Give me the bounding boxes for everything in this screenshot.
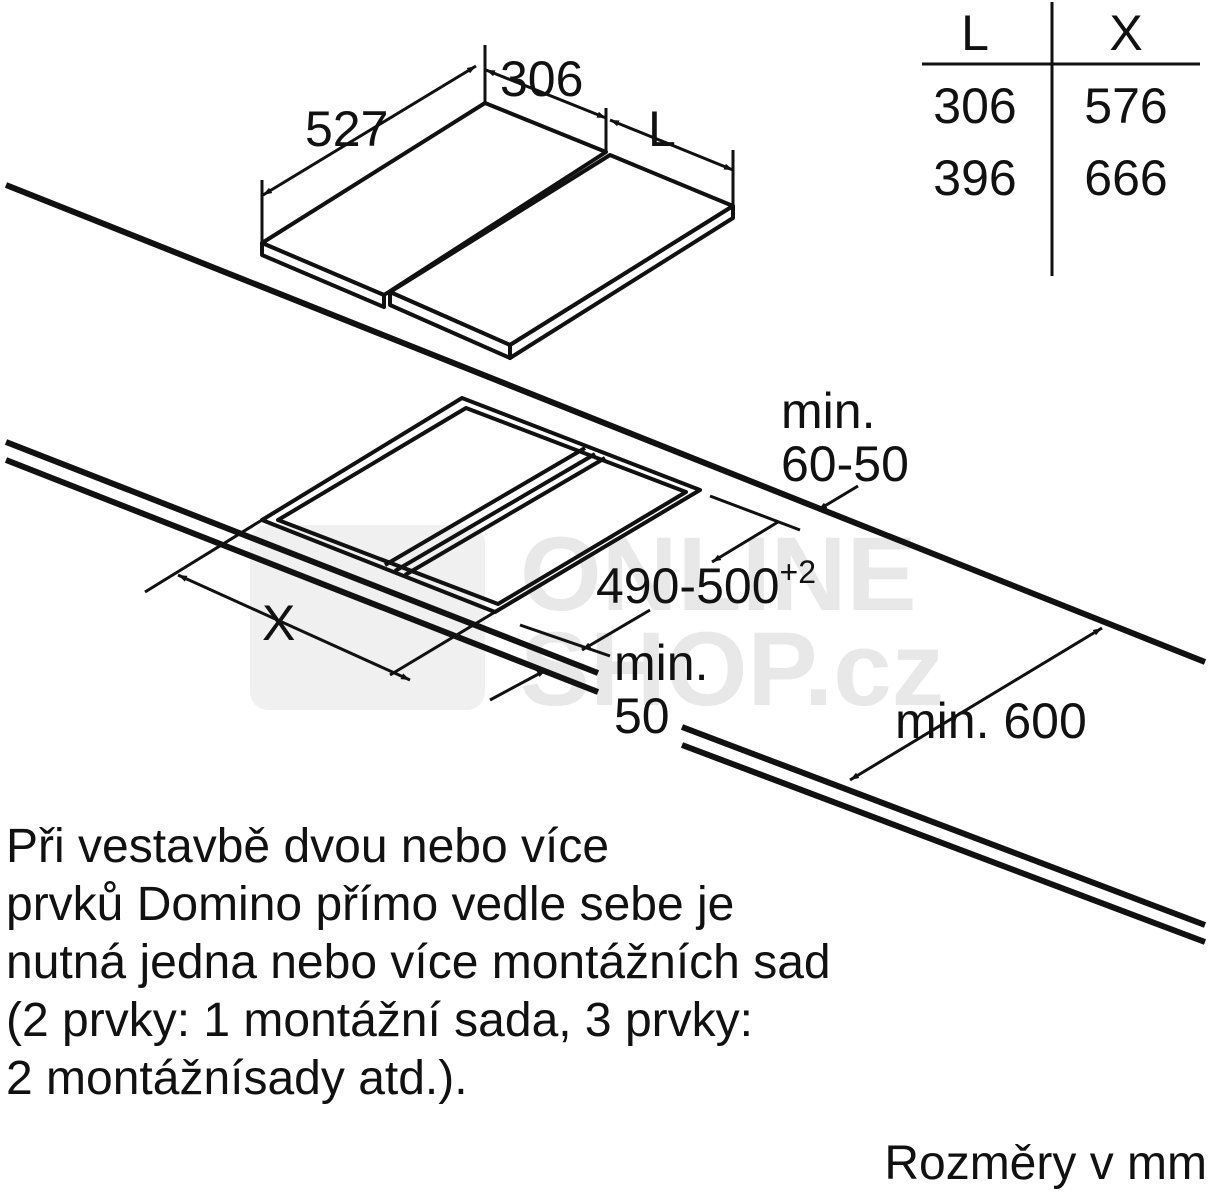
dimension-width-label: 306 (500, 51, 583, 107)
dimension-cutout-depth-tolerance: +2 (780, 554, 816, 590)
worktop-cutout (260, 396, 702, 614)
dimension-front-distance-arrow (489, 668, 547, 702)
size-table-header-l: L (961, 5, 989, 61)
installation-note-line: nutná jedna nebo více montážních sad (6, 936, 831, 989)
dimension-front-distance-line2: 50 (614, 688, 670, 744)
dimension-variable-l (609, 118, 735, 206)
dimension-cutout-width (144, 518, 496, 682)
dimension-cutout-depth-label: 490-500+2 (596, 554, 816, 614)
worktop-back-edge (4, 182, 1207, 665)
dimension-variable-l-label: L (648, 101, 676, 157)
size-table-header-x: X (1109, 5, 1142, 61)
size-table-cell: 306 (933, 78, 1016, 134)
dimension-worktop-depth-arrow (849, 626, 1103, 782)
units-label: Rozměry v mm (884, 1137, 1207, 1190)
size-table-cell: 666 (1084, 150, 1167, 206)
cutout-outline (260, 396, 702, 614)
dimension-back-distance-arrow (817, 484, 859, 512)
installation-note-line: prvků Domino přímo vedle sebe je (6, 878, 735, 931)
dimension-cutout-width-label: X (262, 595, 295, 651)
dimension-width (483, 45, 608, 152)
dimension-depth-label: 527 (305, 101, 388, 157)
dimension-back-distance-line2: 60-50 (781, 436, 909, 492)
installation-note-line: (2 prvky: 1 montážní sada, 3 prvky: (6, 994, 753, 1047)
dimension-front-distance-line1: min. (614, 635, 708, 691)
installation-note-line: Při vestavbě dvou nebo více (6, 820, 610, 873)
watermark-line1: ONLINE (520, 516, 917, 633)
hob-module-right-side (508, 204, 735, 360)
installation-note-line: 2 montážnísady atd.). (6, 1052, 468, 1105)
dimension-back-distance-line1: min. (781, 383, 875, 439)
size-table-cell: 576 (1084, 78, 1167, 134)
dimension-cutout-depth (519, 494, 801, 658)
size-table-cell: 396 (933, 150, 1016, 206)
dimension-depth (260, 64, 477, 243)
dimension-worktop-depth-label: min. 600 (895, 693, 1087, 749)
hob-module-left-front (260, 241, 386, 309)
hob-modules (260, 101, 735, 360)
cutout-inner-outline (276, 406, 688, 606)
installation-note: Při vestavbě dvou nebo více prvků Domino… (6, 818, 1106, 1108)
size-table: L X 306 576 396 666 (922, 2, 1200, 276)
